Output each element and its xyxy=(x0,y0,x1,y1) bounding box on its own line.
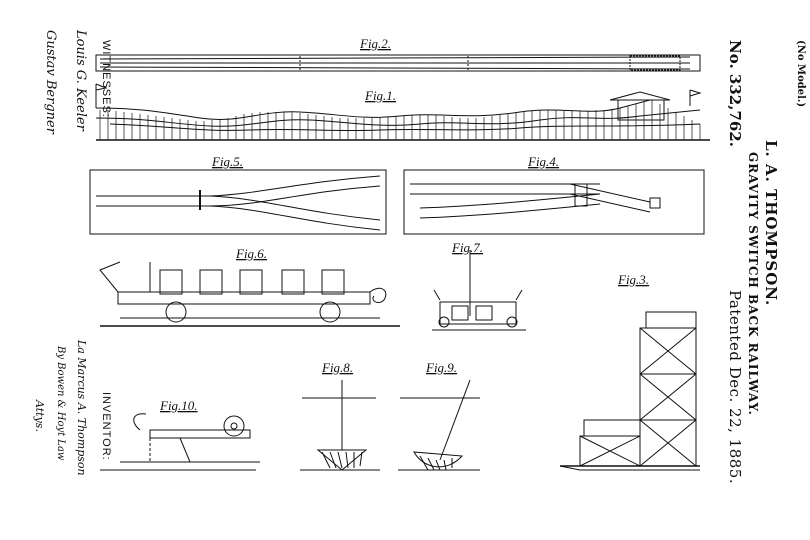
inventor-signature: La Marcus A. Thompson xyxy=(75,340,88,476)
fig2-caption: Fig.2. xyxy=(359,36,391,51)
fig10-caption: Fig.10. xyxy=(159,398,198,413)
fig1-elevation xyxy=(95,83,710,141)
patent-title: GRAVITY SWITCH BACK RAILWAY. xyxy=(746,152,760,416)
fig7-caption: Fig.7. xyxy=(451,240,483,255)
attorney-signature: By Bowen & Hoyt Law xyxy=(55,346,66,461)
witness-signature-1: Louis G. Keeler xyxy=(73,30,88,131)
fig3-station-elevation xyxy=(559,311,700,471)
inventor-name: L. A. THOMPSON. xyxy=(762,140,780,307)
patent-number: No. 332,762. xyxy=(726,40,744,147)
patented-date: Patented Dec. 22, 1885. xyxy=(726,290,744,485)
witnesses-label: WITNESSES: xyxy=(100,40,112,118)
fig5-switch-plan xyxy=(89,169,387,235)
fig5-caption: Fig.5. xyxy=(211,154,243,169)
fig8-caption: Fig.8. xyxy=(321,360,353,375)
fig6-car-elevation xyxy=(99,261,400,327)
witness-signature-2: Gustav Bergner xyxy=(43,30,58,134)
fig4-switch-plan xyxy=(403,169,705,235)
attorneys-label: Attys. xyxy=(33,400,46,432)
fig9-caption: Fig.9. xyxy=(425,360,457,375)
fig2-track-plan xyxy=(95,54,701,72)
fig7-car-end-view xyxy=(432,250,526,331)
fig8-brake-detail xyxy=(300,380,380,471)
fig1-caption: Fig.1. xyxy=(364,88,396,103)
fig6-caption: Fig.6. xyxy=(235,246,267,261)
no-model-note: (No Model.) xyxy=(795,40,806,108)
inventor-label: INVENTOR: xyxy=(100,392,112,461)
fig9-brake-detail xyxy=(398,379,480,471)
fig10-lever-detail xyxy=(100,413,260,471)
fig3-caption: Fig.3. xyxy=(617,272,649,287)
fig4-caption: Fig.4. xyxy=(527,154,559,169)
